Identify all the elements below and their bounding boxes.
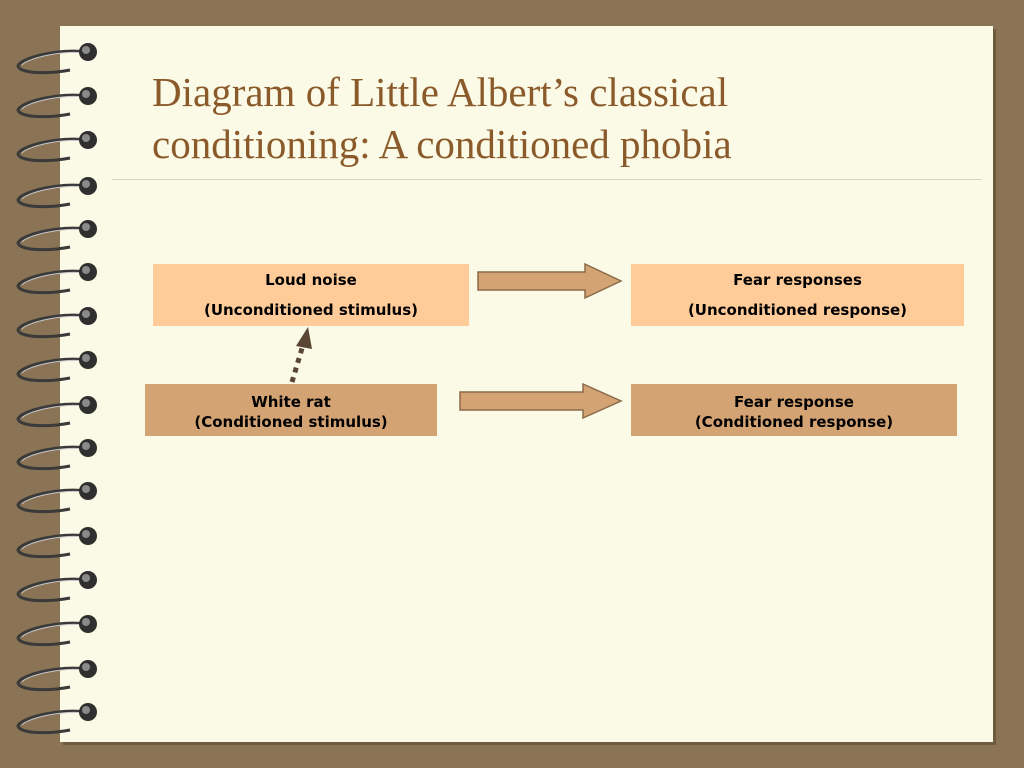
binding-ring bbox=[16, 660, 97, 692]
binding-ring bbox=[16, 615, 97, 647]
unconditioned-response-label: (Unconditioned response) bbox=[687, 301, 908, 319]
fear-response-label: Fear response bbox=[734, 393, 854, 411]
fear-response-box: Fear response (Conditioned response) bbox=[631, 384, 957, 436]
binding-ring bbox=[16, 177, 97, 209]
title-line-1: Diagram of Little Albert’s classical bbox=[152, 69, 729, 115]
binding-ring bbox=[16, 220, 97, 252]
binding-ring bbox=[16, 396, 97, 428]
fear-responses-box: Fear responses (Unconditioned response) bbox=[631, 264, 964, 326]
binding-ring bbox=[16, 482, 97, 514]
binding-ring bbox=[16, 351, 97, 383]
white-rat-box: White rat (Conditioned stimulus) bbox=[145, 384, 437, 436]
title-line-2: conditioning: A conditioned phobia bbox=[152, 121, 732, 167]
binding-ring bbox=[16, 263, 97, 295]
slide-title: Diagram of Little Albert’s classical con… bbox=[152, 66, 972, 170]
binding-ring bbox=[16, 87, 97, 119]
white-rat-label: White rat bbox=[251, 393, 331, 411]
conditioned-stimulus-label: (Conditioned stimulus) bbox=[194, 413, 388, 431]
binding-ring bbox=[16, 527, 97, 559]
loud-noise-label: Loud noise bbox=[265, 271, 357, 289]
binding-ring bbox=[16, 703, 97, 735]
unconditioned-stimulus-label: (Unconditioned stimulus) bbox=[203, 301, 419, 319]
binding-ring bbox=[16, 131, 97, 163]
conditioned-response-label: (Conditioned response) bbox=[694, 413, 894, 431]
binding-ring bbox=[16, 43, 97, 75]
binding-ring bbox=[16, 571, 97, 603]
binding-ring bbox=[16, 439, 97, 471]
binding-ring bbox=[16, 307, 97, 339]
fear-responses-label: Fear responses bbox=[733, 271, 862, 289]
loud-noise-box: Loud noise (Unconditioned stimulus) bbox=[153, 264, 469, 326]
title-divider bbox=[112, 179, 982, 180]
